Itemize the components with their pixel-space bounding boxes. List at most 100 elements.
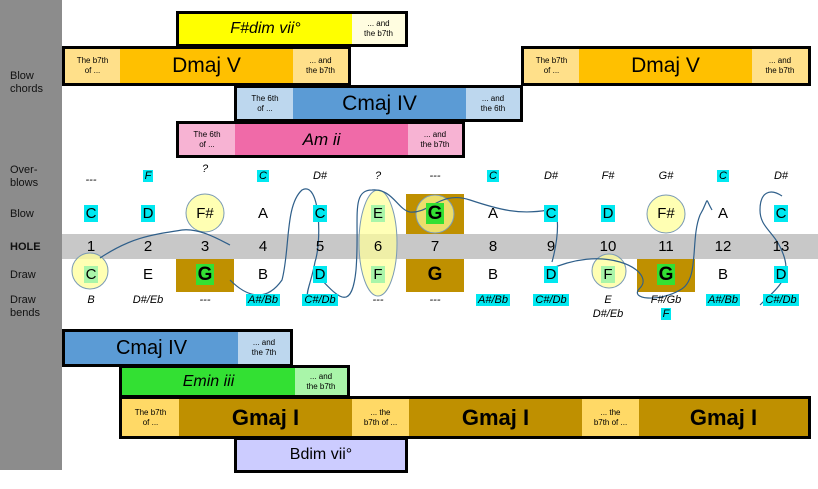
bend-4: A#/Bb bbox=[238, 294, 288, 306]
label-overblows-2: blows bbox=[10, 177, 39, 189]
blow-7: G bbox=[415, 203, 455, 225]
blow-13-text: C bbox=[773, 205, 789, 222]
overblow-9: D# bbox=[531, 170, 571, 182]
hole-8: 8 bbox=[488, 238, 498, 255]
chord-dmaj-left-ext-2: the b7th bbox=[306, 66, 335, 75]
draw-6: F bbox=[358, 266, 398, 283]
blow-10: D bbox=[588, 205, 628, 222]
bend-3-text: --- bbox=[199, 294, 211, 306]
left-sidebar bbox=[0, 0, 62, 470]
draw-1-text: C bbox=[83, 266, 99, 283]
chord-bdim-name: Bdim vii° bbox=[237, 440, 405, 470]
overblow-5-text: D# bbox=[312, 170, 328, 182]
chord-cmaj-bottom-ext: ... and the 7th bbox=[238, 332, 290, 364]
overblow-4-text: C bbox=[257, 170, 269, 182]
draw-11-text: G bbox=[656, 264, 676, 285]
hole-7: 7 bbox=[430, 238, 440, 255]
chord-cmaj-bottom: Cmaj IV ... and the 7th bbox=[62, 329, 293, 367]
chord-dmaj-right-pre-2: of ... bbox=[543, 66, 560, 75]
chord-gmaj-mid-2: ... the b7th of ... bbox=[582, 399, 639, 436]
hole-3: 3 bbox=[200, 238, 210, 255]
chord-emin-ext-1: ... and bbox=[309, 371, 333, 381]
overblow-8: C bbox=[473, 170, 513, 182]
draw-5-text: D bbox=[312, 266, 328, 283]
blow-8: A bbox=[473, 205, 513, 222]
chord-am-pre-1: The 6th bbox=[193, 129, 221, 139]
hole-2: 2 bbox=[143, 238, 153, 255]
chord-am: The 6th of ... Am ii ... and the b7th bbox=[176, 121, 465, 158]
chord-dmaj-right-name: Dmaj V bbox=[579, 49, 752, 83]
overblow-10: F# bbox=[588, 170, 628, 182]
curve-g3-d5 bbox=[229, 188, 320, 301]
chord-dmaj-left-ext: ... and the b7th bbox=[293, 49, 348, 83]
overblow-5: D# bbox=[300, 170, 340, 182]
blow-4: A bbox=[243, 205, 283, 222]
chord-dmaj-right-pre: The b7th of ... bbox=[524, 49, 579, 83]
hole-10: 10 bbox=[599, 238, 617, 255]
chord-am-name: Am ii bbox=[235, 124, 408, 155]
bend-9-text: C#/Db bbox=[533, 294, 569, 306]
chord-gmaj-pre: The b7th of ... bbox=[122, 399, 179, 436]
hole-5: 5 bbox=[315, 238, 325, 255]
label-hole: HOLE bbox=[10, 241, 41, 253]
blow-6: E bbox=[358, 205, 398, 222]
label-overblows-1: Over- bbox=[10, 164, 38, 176]
chord-dmaj-right-pre-1: The b7th bbox=[535, 56, 568, 65]
chord-dmaj-left: The b7th of ... Dmaj V ... and the b7th bbox=[62, 46, 351, 86]
chord-cmaj-top-pre: The 6th of ... bbox=[237, 88, 293, 119]
blow-13: C bbox=[761, 205, 801, 222]
chord-dmaj-left-pre: The b7th of ... bbox=[65, 49, 120, 83]
bend-2-text: D#/Eb bbox=[132, 294, 164, 306]
draw-1: C bbox=[71, 266, 111, 283]
label-draw: Draw bbox=[10, 269, 36, 281]
draw-10: F bbox=[588, 266, 628, 283]
draw-2-text: E bbox=[142, 266, 153, 283]
overblow-9-text: D# bbox=[543, 170, 559, 182]
bend-11: F#/Gb F bbox=[641, 294, 691, 320]
chord-gmaj-name-2: Gmaj I bbox=[409, 399, 582, 436]
overblow-3: ? bbox=[185, 163, 225, 175]
chord-gmaj-mid-1-1: ... the bbox=[370, 407, 391, 417]
blow-12-text: A bbox=[717, 205, 728, 222]
bend-4-text: A#/Bb bbox=[246, 294, 280, 306]
overblow-1: --- bbox=[71, 174, 111, 186]
bend-8: A#/Bb bbox=[468, 294, 518, 306]
chord-dmaj-left-pre-2: of ... bbox=[84, 66, 101, 75]
chord-gmaj-pre-1: The b7th bbox=[134, 407, 167, 417]
chord-dmaj-left-ext-1: ... and bbox=[309, 56, 332, 65]
blow-1: C bbox=[71, 205, 111, 222]
chord-gmaj-mid-1: ... the b7th of ... bbox=[352, 399, 409, 436]
hole-1: 1 bbox=[86, 238, 96, 255]
label-draw-bends-1: Draw bbox=[10, 294, 36, 306]
curve-c1-fs3 bbox=[99, 229, 231, 259]
overblow-7-text: --- bbox=[429, 170, 441, 182]
overblow-3-text: ? bbox=[201, 163, 209, 175]
bend-13: C#/Db bbox=[756, 294, 806, 306]
overblow-4: C bbox=[243, 170, 283, 182]
draw-6-text: F bbox=[371, 266, 385, 283]
overblow-7: --- bbox=[415, 170, 455, 182]
draw-7: G bbox=[415, 264, 455, 286]
blow-4-text: A bbox=[257, 205, 268, 222]
chord-am-ext: ... and the b7th bbox=[408, 124, 462, 155]
blow-3: F# bbox=[185, 205, 225, 222]
bend-13-text: C#/Db bbox=[763, 294, 799, 306]
overblow-13-text: D# bbox=[773, 170, 789, 182]
curve-d9-fs11 bbox=[547, 200, 713, 299]
label-blow-chords-1: Blow bbox=[10, 70, 34, 82]
chord-fsdim: F#dim vii° ... and the b7th bbox=[176, 11, 408, 47]
label-overblows: Over- blows bbox=[10, 164, 38, 190]
overblow-13: D# bbox=[761, 170, 801, 182]
draw-9: D bbox=[531, 266, 571, 283]
blow-5-text: C bbox=[312, 205, 328, 222]
blow-2: D bbox=[128, 205, 168, 222]
draw-10-text: F bbox=[601, 266, 615, 283]
chord-fsdim-ext: ... and the b7th bbox=[352, 14, 405, 44]
bend-7-text: --- bbox=[429, 294, 441, 306]
bend-9: C#/Db bbox=[526, 294, 576, 306]
bend-7: --- bbox=[415, 294, 455, 306]
overblow-1-text: --- bbox=[85, 174, 97, 186]
chord-dmaj-right: The b7th of ... Dmaj V ... and the b7th bbox=[521, 46, 811, 86]
draw-13: D bbox=[761, 266, 801, 283]
